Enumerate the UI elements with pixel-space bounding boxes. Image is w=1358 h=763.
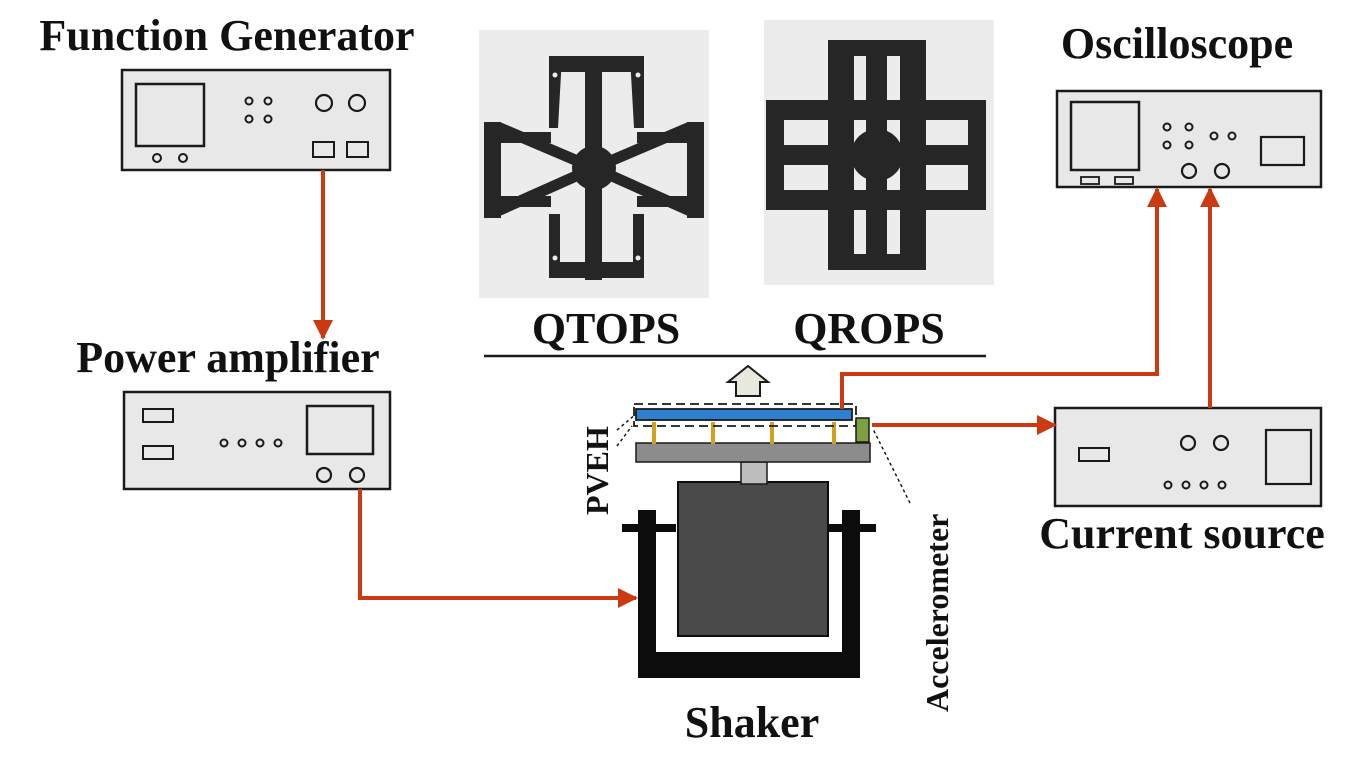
pveh-vibration-envelope [633,403,857,427]
accelerometer-label: Accelerometer [919,514,955,712]
oscilloscope-screen [1069,100,1141,172]
current-source [1053,406,1323,508]
accelerometer-sensor [855,417,870,443]
pveh-pointer [616,425,633,447]
function-generator-label: Function Generator [39,11,414,60]
shaker-label: Shaker [685,698,819,747]
qrops-photo [764,20,994,285]
power-amplifier-label: Power amplifier [76,333,379,382]
qrops-label: QROPS [793,304,945,353]
arrow-pveh-to-oscilloscope [840,187,1167,409]
vibration-direction-arrow [725,364,771,397]
function-generator-screen [134,82,206,148]
shaker [622,442,876,678]
pveh-harvester [633,364,870,444]
oscilloscope-label: Oscilloscope [1061,19,1293,68]
signal-arrows [313,170,1220,608]
power-amplifier-screen [305,404,375,456]
function-generator [120,68,392,172]
arrow-amplifier-to-shaker [358,489,638,608]
oscilloscope [1055,89,1323,189]
power-amplifier [122,390,392,491]
pveh-label: PVEH [579,426,615,515]
pveh-pointer-2 [616,413,637,431]
accelerometer-pointer [872,428,911,504]
current-source-label: Current source [1039,509,1325,558]
qtops-label: QTOPS [532,304,680,353]
qtops-photo [479,30,709,298]
pveh-plate [635,408,853,421]
